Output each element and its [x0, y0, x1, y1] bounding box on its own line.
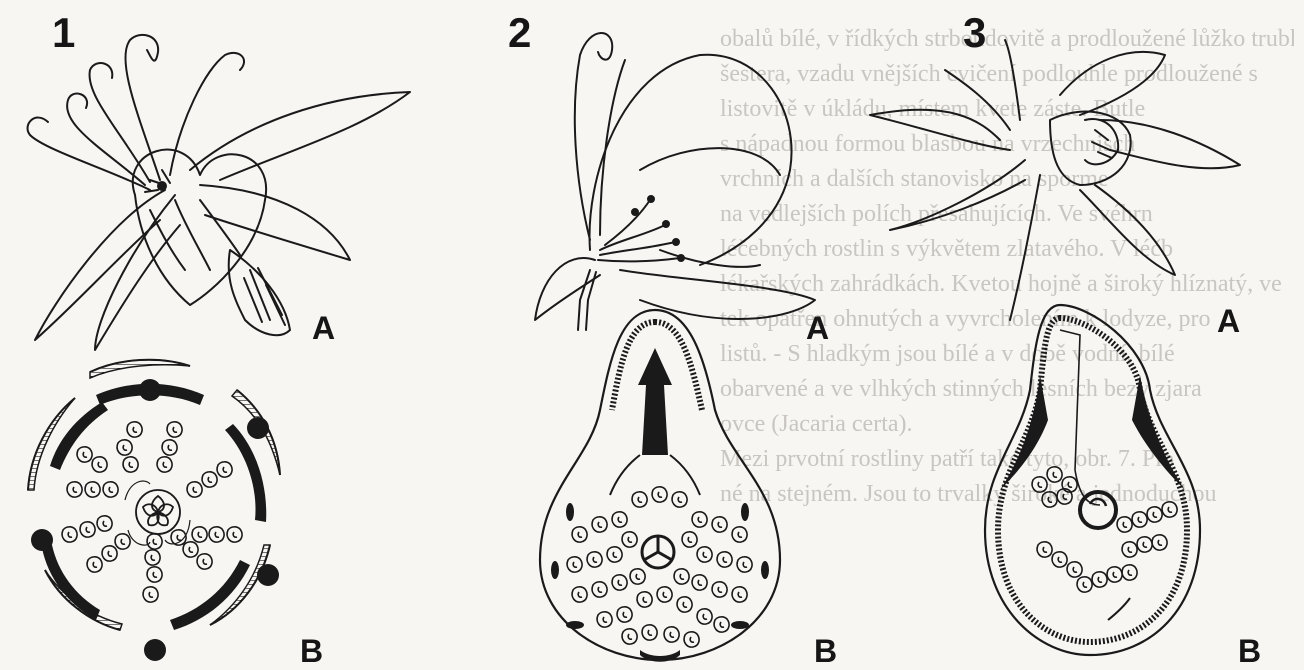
figure-number-2: 2	[508, 12, 531, 54]
figure-number-3: 3	[963, 12, 986, 54]
label-2a: A	[806, 312, 829, 344]
figure-number-1: 1	[52, 12, 75, 54]
label-1b: B	[300, 635, 323, 667]
flower-1a-drawing	[28, 35, 410, 350]
ovary-section-2b	[540, 310, 780, 662]
label-3a: A	[1217, 305, 1240, 337]
label-1a: A	[312, 312, 335, 344]
floral-diagram-1b	[28, 360, 280, 661]
flower-2a-drawing	[535, 33, 815, 330]
label-2b: B	[814, 635, 837, 667]
flower-3a-drawing	[870, 40, 1240, 320]
label-3b: B	[1238, 635, 1261, 667]
ovary-section-3b	[985, 305, 1200, 655]
